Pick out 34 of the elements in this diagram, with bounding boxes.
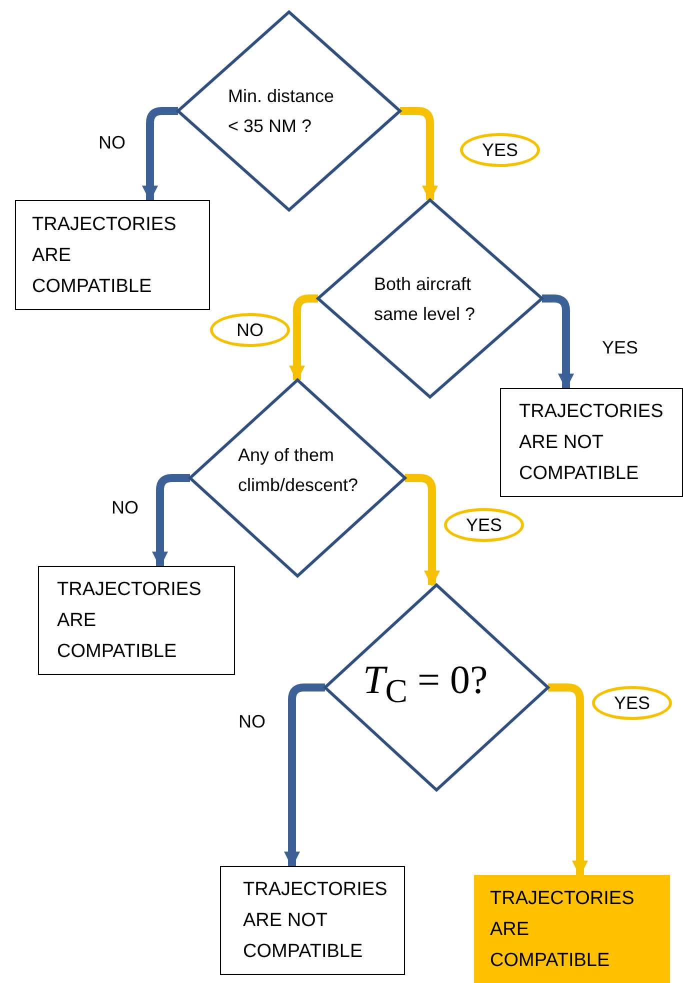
question-text: Any of them climb/descent? xyxy=(238,444,360,497)
flow-arrow xyxy=(289,294,318,382)
flow-arrow xyxy=(284,684,325,868)
edge-label: NO xyxy=(98,132,126,154)
outcome-text: TRAJECTORIES ARE COMPATIBLE xyxy=(57,578,202,664)
flow-arrow xyxy=(152,474,190,568)
outcome-text: TRAJECTORIES ARE COMPATIBLE xyxy=(490,886,636,972)
flow-arrow xyxy=(405,474,440,587)
edge-label: YES xyxy=(592,686,672,720)
outcome-box xyxy=(220,866,405,975)
question-text: Both aircraft same level ? xyxy=(374,272,476,326)
edge-label: NO xyxy=(210,313,290,347)
edge-label: YES xyxy=(460,133,540,167)
decision-diamond xyxy=(325,585,548,790)
decision-diamond xyxy=(190,380,405,576)
edge-label: NO xyxy=(112,496,138,520)
question-text: Min. distance < 35 NM ? xyxy=(228,85,336,138)
outcome-box xyxy=(38,566,235,675)
outcome-box xyxy=(500,388,683,497)
decision-diamond xyxy=(178,12,400,210)
edge-label: NO xyxy=(238,710,266,734)
outcome-box xyxy=(15,200,210,310)
edge-label: YES xyxy=(444,508,524,542)
flow-arrow xyxy=(400,107,438,202)
edge-label: YES xyxy=(602,336,638,360)
flow-arrow xyxy=(542,294,574,390)
flow-arrow xyxy=(142,107,178,202)
decision-diamond xyxy=(318,200,542,397)
outcome-text: TRAJECTORIES ARE NOT COMPATIBLE xyxy=(243,878,388,964)
formula-text: T$_{C}$ = 0? xyxy=(363,658,489,712)
outcome-box xyxy=(474,875,670,983)
outcome-text: TRAJECTORIES ARE COMPATIBLE xyxy=(32,212,178,298)
flow-arrow xyxy=(548,684,588,877)
outcome-text: TRAJECTORIES ARE NOT COMPATIBLE xyxy=(519,400,664,486)
